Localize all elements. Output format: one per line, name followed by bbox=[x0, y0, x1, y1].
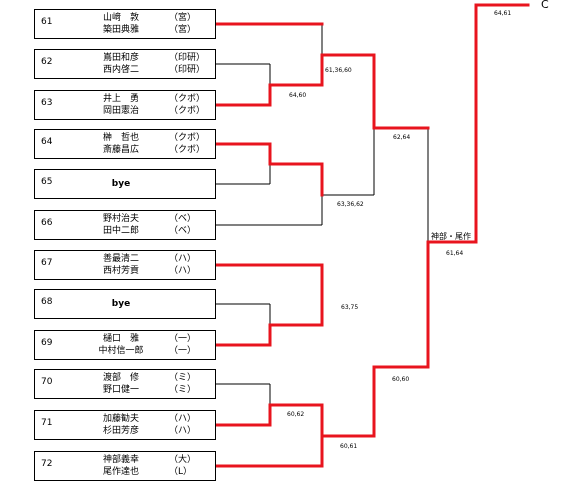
player-name: 榊 哲也 bbox=[102, 133, 139, 143]
player-name: 中村信一郎 bbox=[98, 346, 144, 356]
entry-number: 62 bbox=[41, 57, 53, 67]
entry-number: 64 bbox=[41, 137, 53, 147]
team-name: （大） bbox=[169, 455, 197, 465]
score-label: 60,61 bbox=[340, 443, 358, 450]
score-label: 62,64 bbox=[393, 134, 411, 141]
entry-65: 65 bye bbox=[34, 169, 216, 199]
entry-number: 72 bbox=[41, 459, 53, 469]
player-name: 加藤勧夫 bbox=[102, 414, 139, 424]
team-name: （ハ） bbox=[169, 426, 197, 436]
team-name: （宮） bbox=[169, 13, 197, 23]
team-name: （ハ） bbox=[169, 254, 197, 264]
player-name: 尾作達也 bbox=[102, 467, 139, 477]
entry-number: 65 bbox=[41, 177, 53, 187]
entry-number: 68 bbox=[41, 297, 53, 307]
team-name: （クボ） bbox=[169, 94, 206, 104]
bracket-black-lines bbox=[216, 24, 429, 405]
entry-number: 71 bbox=[41, 418, 53, 428]
player-name: 西内啓二 bbox=[102, 65, 139, 75]
entry-64: 64 榊 哲也 （クボ） 斎藤昌広 （クボ） bbox=[34, 129, 216, 159]
entry-number: 63 bbox=[41, 98, 53, 108]
player-name: 野口健一 bbox=[102, 385, 139, 395]
entry-67: 67 善最清二 （ハ） 西村芳貢 （ハ） bbox=[34, 250, 216, 280]
player-name: 築田典雅 bbox=[102, 25, 139, 35]
player-name: 嶌田和彦 bbox=[102, 53, 139, 63]
player-name: 田中二郎 bbox=[102, 226, 139, 236]
team-name: （一） bbox=[169, 334, 197, 344]
score-label: 61,64 bbox=[446, 250, 464, 257]
team-name: （ミ） bbox=[169, 385, 197, 395]
score-label: 63,36,62 bbox=[337, 201, 364, 208]
team-name: （ベ） bbox=[169, 226, 197, 236]
entry-number: 67 bbox=[41, 258, 53, 268]
entry-number: 61 bbox=[41, 17, 53, 27]
player-name: 野村治夫 bbox=[102, 214, 139, 224]
bye-label: bye bbox=[111, 299, 131, 309]
score-label: 61,36,60 bbox=[325, 67, 352, 74]
team-name: （クボ） bbox=[169, 106, 206, 116]
entry-66: 66 野村治夫 （ベ） 田中二郎 （ベ） bbox=[34, 210, 216, 240]
team-name: （宮） bbox=[169, 25, 197, 35]
entry-69: 69 樋口 雅 （一） 中村信一郎 （一） bbox=[34, 330, 216, 360]
player-name: 渡部 修 bbox=[102, 373, 139, 383]
entry-61: 61 山﨑 敦 （宮） 築田典雅 （宮） bbox=[34, 9, 216, 39]
bye-label: bye bbox=[111, 179, 131, 189]
score-label: 60,62 bbox=[287, 411, 305, 418]
player-name: 神部義幸 bbox=[102, 455, 139, 465]
player-name: 西村芳貢 bbox=[102, 266, 139, 276]
score-label: 63,75 bbox=[341, 304, 359, 311]
champion-mark: C bbox=[541, 0, 549, 11]
team-name: （一） bbox=[169, 346, 197, 356]
player-name: 斎藤昌広 bbox=[102, 145, 139, 155]
team-name: （L） bbox=[169, 467, 193, 477]
player-name: 井上 勇 bbox=[102, 94, 139, 104]
player-name: 樋口 雅 bbox=[102, 334, 139, 344]
entry-68: 68 bye bbox=[34, 289, 216, 319]
team-name: （ハ） bbox=[169, 414, 197, 424]
entry-number: 69 bbox=[41, 338, 53, 348]
entry-number: 66 bbox=[41, 218, 53, 228]
entry-63: 63 井上 勇 （クボ） 岡田憲治 （クボ） bbox=[34, 90, 216, 120]
entry-72: 72 神部義幸 （大） 尾作達也 （L） bbox=[34, 451, 216, 481]
entry-number: 70 bbox=[41, 377, 53, 387]
score-label: 64,60 bbox=[289, 92, 307, 99]
team-name: （クボ） bbox=[169, 145, 206, 155]
bracket-winner-lines bbox=[214, 3, 530, 468]
player-name: 岡田憲治 bbox=[102, 106, 139, 116]
team-name: （ベ） bbox=[169, 214, 197, 224]
entry-70: 70 渡部 修 （ミ） 野口健一 （ミ） bbox=[34, 369, 216, 399]
team-name: （ハ） bbox=[169, 266, 197, 276]
team-name: （印研） bbox=[169, 65, 206, 75]
team-name: （印研） bbox=[169, 53, 206, 63]
entry-62: 62 嶌田和彦 （印研） 西内啓二 （印研） bbox=[34, 49, 216, 79]
finalist-name: 神部・尾作 bbox=[431, 232, 471, 241]
team-name: （クボ） bbox=[169, 133, 206, 143]
player-name: 杉田芳彦 bbox=[102, 426, 139, 436]
score-label: 64,61 bbox=[494, 10, 512, 17]
team-name: （ミ） bbox=[169, 373, 197, 383]
score-label: 60,60 bbox=[392, 376, 410, 383]
entry-71: 71 加藤勧夫 （ハ） 杉田芳彦 （ハ） bbox=[34, 410, 216, 440]
player-name: 山﨑 敦 bbox=[102, 13, 139, 23]
player-name: 善最清二 bbox=[102, 254, 139, 264]
